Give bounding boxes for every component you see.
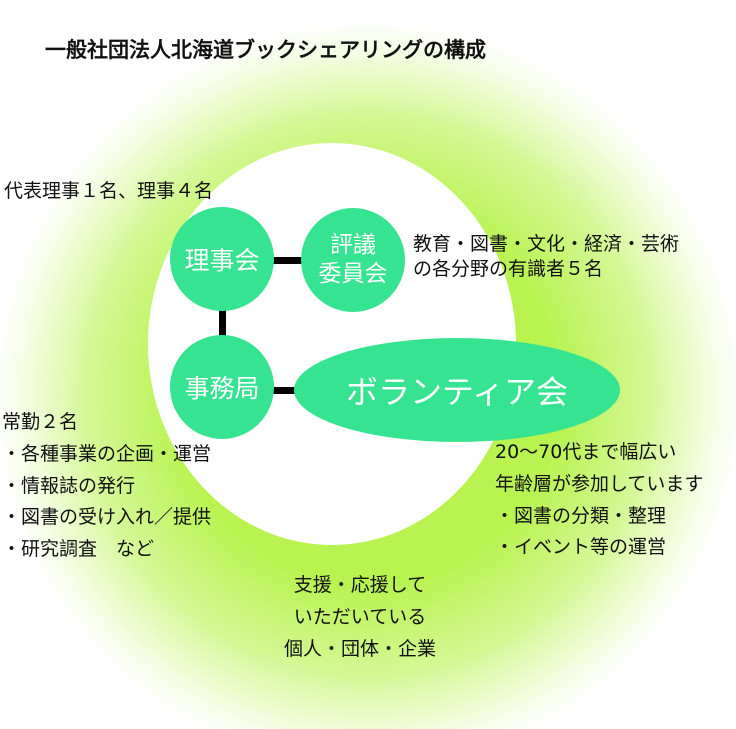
office-note-line: 常勤２名	[2, 411, 79, 433]
office-node: 事務局	[170, 335, 274, 439]
volunteer-note: 20～70代まで幅広い 年齢層が参加しています ・図書の分類・整理 ・イベント等…	[495, 441, 703, 568]
supporters-line: 個人・団体・企業	[283, 637, 436, 660]
office-note: 常勤２名 ・各種事業の企画・運営 ・情報誌の発行 ・図書の受け入れ／提供 ・研究…	[2, 411, 211, 570]
volunteer-note-line: 20～70代まで幅広い	[495, 441, 677, 463]
volunteer-note-line: ・図書の分類・整理	[495, 504, 667, 527]
connector-board-office	[219, 305, 226, 337]
volunteer-note-line: 年齢層が参加しています	[495, 472, 704, 495]
volunteer-node: ボランティア会	[294, 338, 620, 442]
supporters-note: 支援・応援して いただいている 個人・団体・企業	[260, 574, 460, 669]
board-label: 理事会	[184, 246, 260, 275]
page-title: 一般社団法人北海道ブックシェアリングの構成	[45, 38, 486, 62]
office-note-line: ・各種事業の企画・運営	[2, 442, 212, 465]
council-note: 教育・図書・文化・経済・芸術 の各分野の有識者５名	[413, 232, 679, 281]
council-note-line: 教育・図書・文化・経済・芸術	[413, 233, 680, 255]
connector-board-council	[272, 257, 304, 264]
council-note-line: の各分野の有識者５名	[413, 257, 604, 280]
office-label: 事務局	[184, 374, 260, 403]
supporters-line: いただいている	[293, 605, 427, 628]
volunteer-note-line: ・イベント等の運営	[495, 536, 667, 559]
supporters-line: 支援・応援して	[293, 574, 427, 596]
office-note-line: ・図書の受け入れ／提供	[2, 506, 212, 529]
council-label-2: 委員会	[318, 261, 388, 287]
office-note-line: ・情報誌の発行	[2, 474, 136, 497]
board-node: 理事会	[170, 207, 274, 311]
board-note: 代表理事１名、理事４名	[4, 180, 214, 202]
council-label-1: 評議	[330, 232, 376, 259]
volunteer-label: ボランティア会	[345, 373, 569, 411]
connector-office-volunteer	[272, 387, 298, 394]
office-note-line: ・研究調査 など	[2, 538, 155, 561]
council-node: 評議 委員会	[301, 208, 405, 312]
